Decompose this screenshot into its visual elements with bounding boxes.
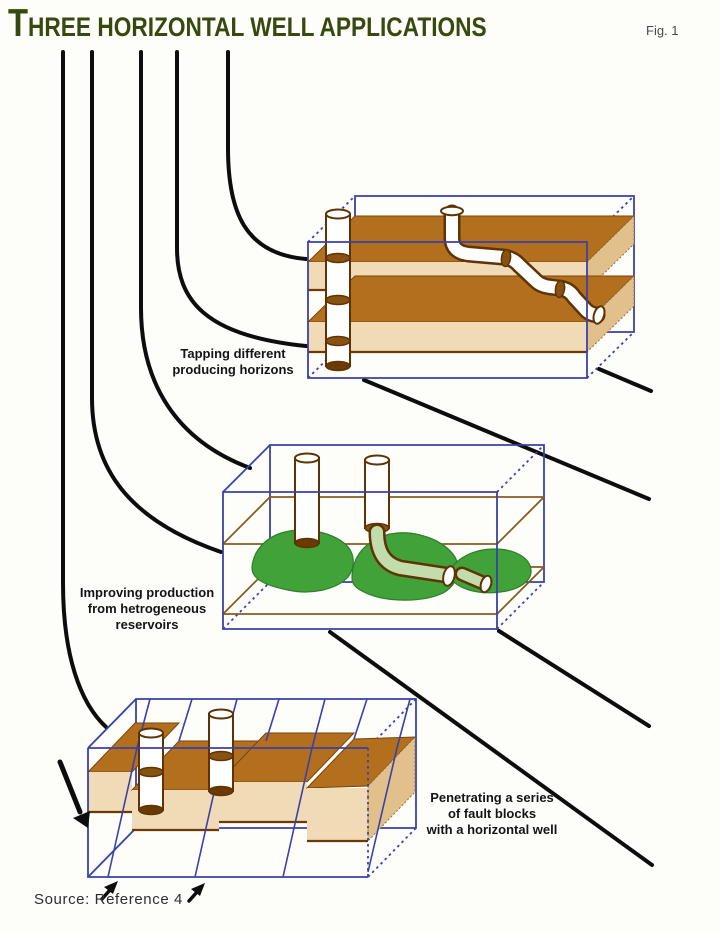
fault-line xyxy=(265,698,280,742)
page-title: THREE HORIZONTAL WELL APPLICATIONS xyxy=(8,2,487,45)
box-frame-front xyxy=(307,241,588,379)
source-reference: Source: Reference 4 xyxy=(34,891,183,908)
well-exit-box2-to-lower-right xyxy=(328,630,654,867)
fault-pointer-arrow-icon xyxy=(191,883,205,896)
fault-line xyxy=(178,698,193,742)
caption-tapping-horizons: Tapping different producing horizons xyxy=(148,346,318,378)
well-path-3 xyxy=(139,50,252,470)
fault-pointer-arrow-shaft xyxy=(100,888,112,901)
caption-line: reservoirs xyxy=(115,617,179,632)
pointer-arrows xyxy=(57,759,205,903)
caption-line: producing horizons xyxy=(172,362,294,377)
well-path-lines xyxy=(61,50,654,867)
vertical-wellbore-pipe-left xyxy=(138,727,164,816)
caption-line: of fault blocks xyxy=(447,806,537,821)
well-path-1 xyxy=(61,50,108,729)
diagram-tapping-horizons xyxy=(306,195,636,379)
vertical-wellbore-pipe-right xyxy=(208,708,234,797)
caption-line: Improving production xyxy=(79,585,215,600)
box-frame-front xyxy=(87,747,369,878)
well-path-5 xyxy=(226,50,308,261)
caption-line: with a horizontal well xyxy=(426,822,558,837)
caption-line: Tapping different xyxy=(180,346,286,361)
reservoir-blob-left xyxy=(251,529,354,593)
well-exit-box2-right xyxy=(497,629,651,728)
vertical-wellbore-pipe xyxy=(325,208,351,372)
caption-heterogeneous-reservoirs: Improving production from hetrogeneous r… xyxy=(60,585,234,633)
diagram-fault-blocks xyxy=(57,698,417,903)
stepped-horizontal-wellbore-pipe xyxy=(440,204,606,325)
faulted-horizon-slab xyxy=(86,722,417,843)
fault-pointer-arrow-icon xyxy=(104,881,118,894)
diagram-heterogeneous-reservoirs xyxy=(222,444,545,630)
well-exit-box1-to-box2 xyxy=(362,378,651,501)
well-path-2 xyxy=(90,50,223,554)
fault-pointer-arrow-shaft xyxy=(57,759,83,815)
fault-pointer-arrow-shaft xyxy=(187,890,199,903)
well-path-4 xyxy=(175,50,308,348)
box-frame-front xyxy=(222,491,498,630)
caption-line: from hetrogeneous xyxy=(87,601,207,616)
figure-number-label: Fig. 1 xyxy=(646,23,679,38)
box-frame-back xyxy=(222,444,545,630)
fault-pointer-arrow-icon xyxy=(73,811,90,828)
horizontal-wellbore-pipe xyxy=(364,454,493,594)
caption-fault-blocks: Penetrating a series of fault blocks wit… xyxy=(404,790,580,838)
fault-line xyxy=(367,698,411,873)
fault-line xyxy=(353,698,368,740)
box-frame-back xyxy=(87,698,417,878)
well-exit-box1-right xyxy=(597,367,653,393)
vertical-wellbore-pipe-left xyxy=(294,452,320,549)
caption-line: Penetrating a series xyxy=(430,790,554,805)
